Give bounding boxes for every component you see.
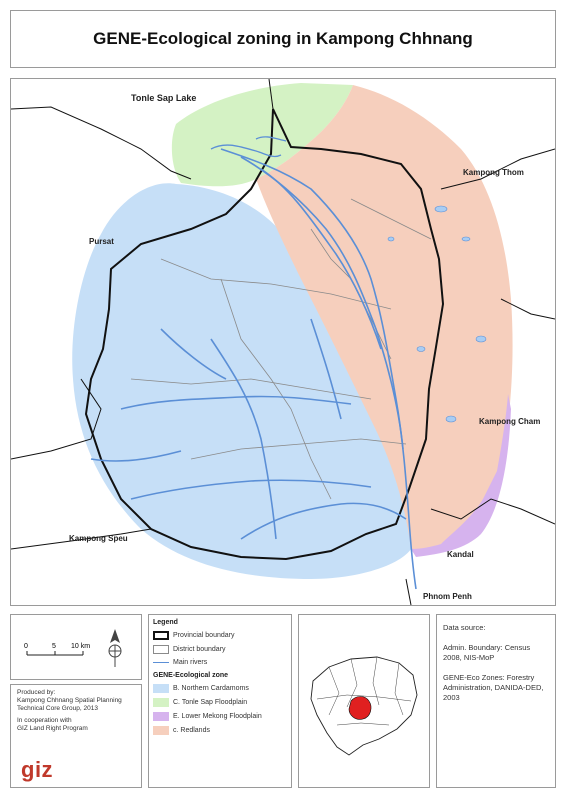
- kampong-chhnang-highlight: [348, 696, 372, 720]
- legend-zone-c: C. Tonle Sap Floodplain: [153, 698, 291, 707]
- label-tonle-sap-lake: Tonle Sap Lake: [131, 93, 196, 103]
- north-arrow-icon: [108, 629, 122, 667]
- ponds: [387, 205, 487, 423]
- neighbor-boundary-east: [440, 148, 555, 190]
- legend-zone-redlands: c. Redlands: [153, 726, 291, 735]
- credits-panel: Produced by: Kampong Chhnang Spatial Pla…: [10, 684, 142, 788]
- zone-b-swatch: [153, 684, 169, 693]
- neighbor-boundary-southeast: [430, 498, 555, 525]
- label-kampong-thom: Kampong Thom: [463, 168, 524, 177]
- produced-label: Produced by:: [17, 689, 56, 696]
- map-frame: Tonle Sap Lake Kampong Thom Pursat Kampo…: [10, 78, 556, 606]
- scale-bar: 0 5 10 km: [24, 629, 122, 667]
- legend-zone-heading: GENE-Ecological zone: [153, 672, 229, 679]
- legend-zone-b: B. Northern Cardamoms: [153, 684, 291, 693]
- zone-b-label: B. Northern Cardamoms: [173, 685, 249, 692]
- neighbor-boundary-north: [268, 79, 274, 110]
- source-heading: Data source:: [443, 623, 486, 632]
- provincial-boundary-swatch: [153, 631, 169, 640]
- zone-c-label: C. Tonle Sap Floodplain: [173, 699, 248, 706]
- locator-provinces: [316, 656, 412, 726]
- scale-tick-5: 5: [52, 643, 56, 650]
- scale-tick-0: 0: [24, 643, 28, 650]
- zone-redlands-swatch: [153, 726, 169, 735]
- produced-by: Kampong Chhnang Spatial Planning Technic…: [17, 697, 122, 712]
- label-pursat: Pursat: [89, 237, 114, 246]
- district-boundary-label: District boundary: [173, 646, 226, 653]
- cooperation-label: In cooperation with: [17, 717, 72, 724]
- legend-main-rivers: Main rivers: [153, 659, 291, 666]
- district-boundary-swatch: [153, 645, 169, 654]
- zone-northern-cardamoms: [72, 183, 414, 579]
- source-eco: GENE-Eco Zones: Forestry Administration,…: [443, 673, 544, 702]
- scale-tick-10: 10 km: [71, 643, 90, 650]
- zone-redlands-label: c. Redlands: [173, 727, 210, 734]
- legend-provincial-boundary: Provincial boundary: [153, 631, 291, 640]
- cooperation: GIZ Land Right Program: [17, 725, 88, 732]
- map-canvas: Tonle Sap Lake Kampong Thom Pursat Kampo…: [11, 79, 555, 605]
- neighbor-boundary-south: [405, 578, 412, 605]
- locator-panel: [298, 614, 430, 788]
- provincial-boundary: [84, 108, 445, 561]
- zone-e-label: E. Lower Mekong Floodplain: [173, 713, 262, 720]
- main-rivers-swatch: [153, 662, 169, 663]
- zone-c-swatch: [153, 698, 169, 707]
- main-rivers: [90, 148, 417, 590]
- label-kampong-speu: Kampong Speu: [69, 534, 128, 543]
- legend-panel: Legend Provincial boundary District boun…: [148, 614, 292, 788]
- label-kandal: Kandal: [447, 550, 474, 559]
- neighbor-boundary-northwest: [11, 106, 192, 180]
- label-kampong-cham: Kampong Cham: [479, 417, 540, 426]
- provincial-boundary-label: Provincial boundary: [173, 632, 235, 639]
- legend-zone-e: E. Lower Mekong Floodplain: [153, 712, 291, 721]
- neighbor-boundary-southwest: [11, 528, 152, 550]
- title-box: GENE-Ecological zoning in Kampong Chhnan…: [10, 10, 556, 68]
- tonle-sap-shore: [210, 136, 287, 158]
- zone-tonle-sap-floodplain: [171, 83, 353, 187]
- locator-map: [310, 656, 418, 756]
- zone-e-swatch: [153, 712, 169, 721]
- zone-redlands: [256, 85, 513, 556]
- neighbor-boundary-east2: [500, 298, 555, 320]
- giz-logo: giz: [21, 757, 54, 782]
- source-admin: Admin. Boundary: Census 2008, NIS-MoP: [443, 643, 531, 662]
- legend-district-boundary: District boundary: [153, 645, 291, 654]
- scale-panel: 0 5 10 km: [10, 614, 142, 680]
- neighbor-boundary-west: [11, 378, 102, 460]
- legend-title: Legend: [153, 619, 178, 626]
- zone-lower-mekong-floodplain: [411, 394, 511, 557]
- map-title: GENE-Ecological zoning in Kampong Chhnan…: [93, 29, 473, 48]
- main-rivers-label: Main rivers: [173, 659, 208, 666]
- source-panel: Data source: Admin. Boundary: Census 200…: [436, 614, 556, 788]
- label-phnom-penh: Phnom Penh: [423, 592, 472, 601]
